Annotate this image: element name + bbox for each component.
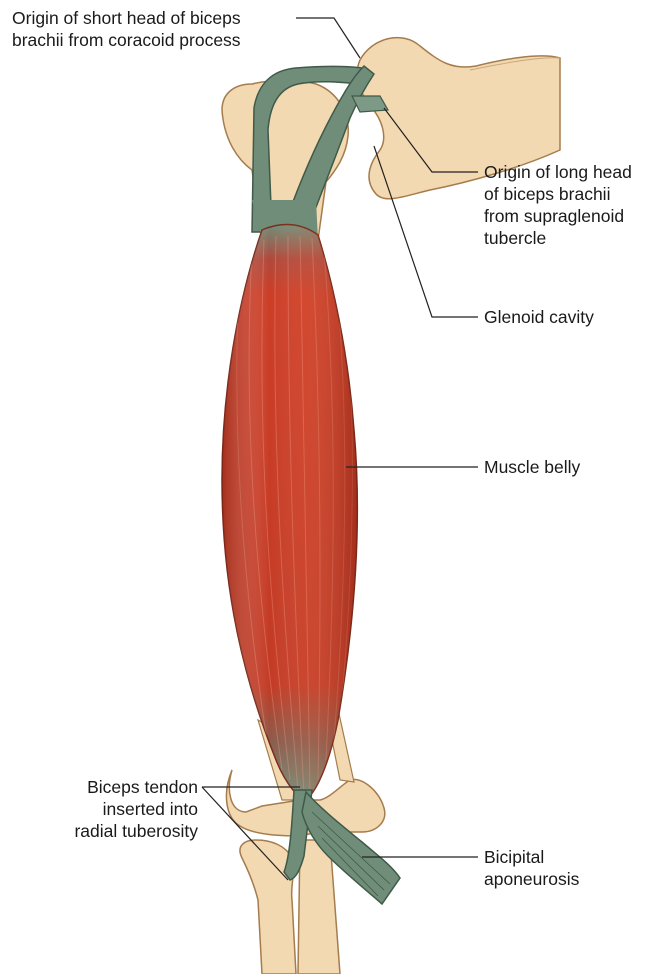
label-biceps-tendon: Biceps tendon inserted into radial tuber… <box>74 776 198 842</box>
label-glenoid-cavity: Glenoid cavity <box>484 306 594 328</box>
muscle-belly <box>222 225 357 800</box>
label-bicipital-aponeurosis: Bicipital aponeurosis <box>484 846 579 890</box>
label-short-head-origin: Origin of short head of biceps brachii f… <box>12 7 241 51</box>
leader-short-head <box>296 18 360 58</box>
label-muscle-belly: Muscle belly <box>484 456 580 478</box>
label-long-head-origin: Origin of long head of biceps brachii fr… <box>484 161 632 249</box>
